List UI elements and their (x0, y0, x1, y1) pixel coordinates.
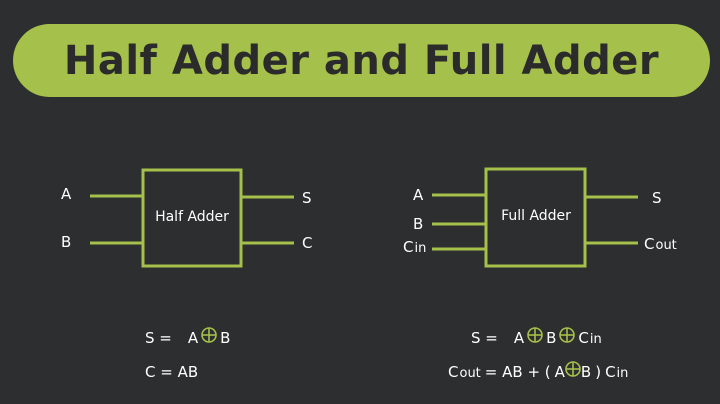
eq-lhs-sub: out (459, 366, 481, 381)
half-adder-output-s-label: S (302, 189, 312, 207)
page-title: Half Adder and Full Adder (63, 37, 660, 84)
full-adder-output-s-label: S (652, 189, 662, 207)
full-adder-label: Full Adder (501, 208, 571, 224)
half-adder-input-b-label: B (61, 233, 72, 251)
full-adder-input-a-label: A (413, 186, 424, 204)
eq-part1: = AB + ( (484, 363, 551, 381)
full-adder-box (484, 167, 587, 268)
eq-term-c: C (578, 329, 589, 347)
eq-part2: ) (595, 363, 602, 381)
eq-term-a: A (187, 329, 199, 347)
eq-term-a: A (513, 329, 525, 347)
eq-term-c-sub: in (616, 366, 629, 381)
cout-main: C (644, 235, 655, 253)
half-adder-sum-equation: S = A B (145, 327, 230, 347)
half-adder-input-a-label: A (61, 185, 72, 203)
cin-sub: in (414, 241, 427, 256)
eq-term-c: C (605, 363, 616, 381)
half-adder-output-c-label: C (302, 234, 313, 252)
eq-term-a: A (554, 363, 565, 381)
cout-sub: out (655, 238, 677, 253)
full-adder-input-b-label: B (413, 215, 424, 233)
xor-icon (201, 327, 217, 343)
half-adder-box (141, 168, 243, 268)
eq-term-b: B (220, 329, 231, 347)
half-adder-carry-equation: C = AB (145, 363, 199, 381)
eq-term-c-sub: in (589, 332, 602, 347)
xor-icon (559, 327, 576, 343)
cin-main: C (403, 238, 414, 256)
eq-term-b: B (580, 363, 592, 381)
xor-icon (565, 361, 581, 377)
xor-icon (527, 327, 543, 343)
eq-lhs: S = (145, 329, 172, 347)
eq-term-b: B (546, 329, 557, 347)
eq-lhs: S = (471, 329, 498, 347)
half-adder-label: Half Adder (155, 209, 229, 225)
eq-lhs-main: C (448, 363, 459, 381)
title-banner: Half Adder and Full Adder (13, 24, 710, 97)
